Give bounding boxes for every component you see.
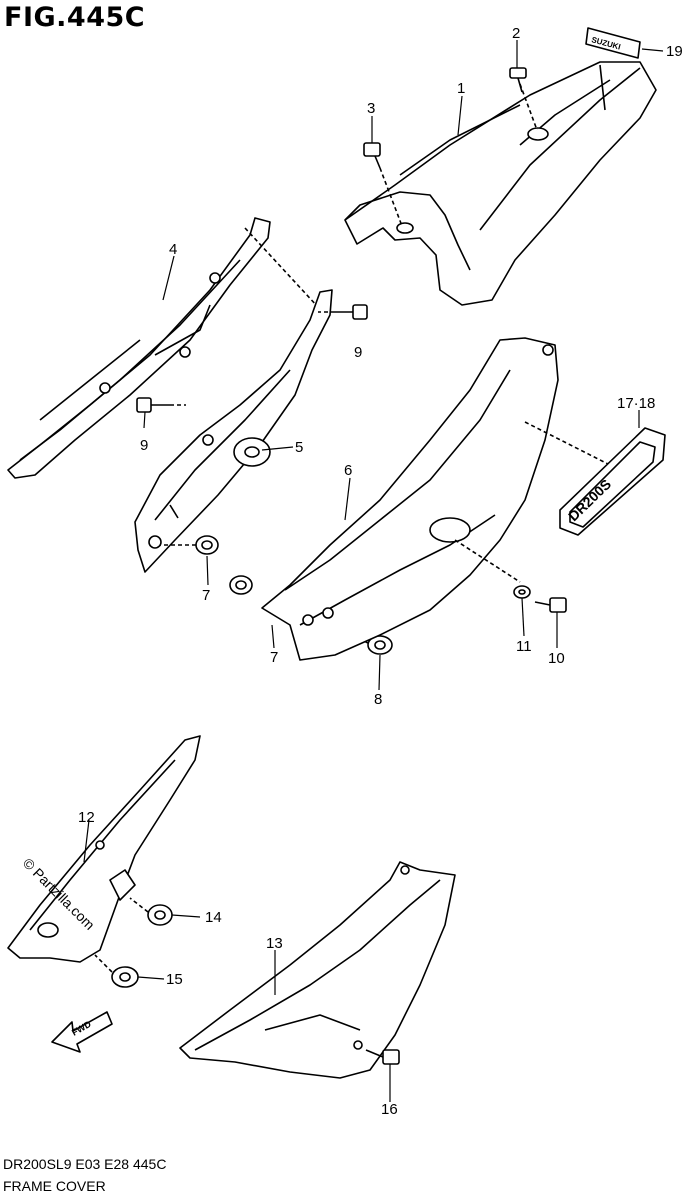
callout-9-lower: 9 — [140, 437, 148, 454]
part-7-grommet-left — [160, 535, 219, 555]
callout-5: 5 — [295, 439, 303, 456]
callout-17-18: 17·18 — [617, 395, 655, 412]
part-16-bolt — [365, 1049, 400, 1065]
callout-9-upper: 9 — [354, 344, 362, 361]
part-10-bolt — [534, 597, 567, 613]
part-1-rear-cover — [344, 61, 657, 306]
footer-part-name: FRAME COVER — [3, 1178, 106, 1194]
part-11-washer — [513, 585, 531, 599]
callout-12: 12 — [78, 809, 95, 826]
callout-1: 1 — [457, 80, 465, 97]
part-12-lower-bracket — [7, 735, 201, 963]
part-5-bracket — [134, 289, 333, 573]
callout-3: 3 — [367, 100, 375, 117]
callout-7-right: 7 — [270, 649, 278, 666]
part-13-lower-cover — [179, 861, 456, 1079]
leader-lines — [83, 40, 664, 1102]
part-6-frame-cover — [261, 337, 611, 661]
callout-7-left: 7 — [202, 587, 210, 604]
figure-title: FIG.445C — [4, 2, 146, 33]
part-14-grommet — [129, 897, 173, 926]
part-9-bolt-upper — [318, 304, 368, 320]
callout-11: 11 — [516, 638, 532, 655]
footer-model-code: DR200SL9 E03 E28 445C — [3, 1156, 167, 1172]
callout-19: 19 — [666, 43, 683, 60]
part-17-18-badge — [559, 427, 666, 536]
part-15-grommet — [94, 954, 139, 988]
fwd-arrow-icon — [51, 1011, 113, 1053]
callout-8: 8 — [374, 691, 382, 708]
part-9-bolt-lower — [136, 397, 186, 413]
part-2-bolt — [509, 67, 538, 131]
part-7-grommet-right — [229, 575, 253, 595]
callout-15: 15 — [166, 971, 183, 988]
callout-6: 6 — [344, 462, 352, 479]
part-4-inner-cover — [7, 217, 331, 479]
callout-13: 13 — [266, 935, 283, 952]
callout-14: 14 — [205, 909, 222, 926]
callout-10: 10 — [548, 650, 565, 667]
callout-16: 16 — [381, 1101, 398, 1118]
part-19-emblem — [585, 27, 641, 59]
callout-2: 2 — [512, 25, 520, 42]
callout-4: 4 — [169, 241, 177, 258]
